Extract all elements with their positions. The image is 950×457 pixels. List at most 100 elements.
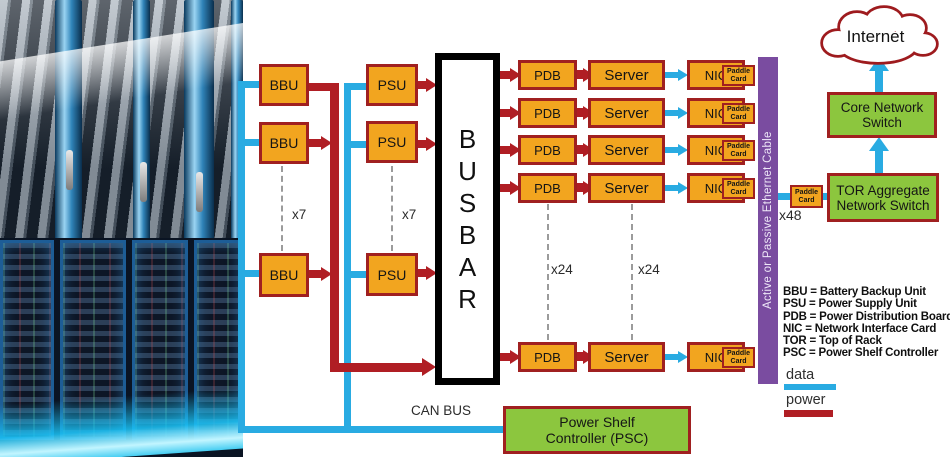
pdb-label: PDB	[534, 142, 561, 158]
bbu-multiplier: x7	[292, 207, 307, 222]
psc-box: Power Shelf Controller (PSC)	[503, 406, 691, 454]
bbu-box: BBU	[259, 64, 309, 106]
psu-box: PSU	[366, 253, 418, 296]
psu-label: PSU	[377, 134, 407, 150]
power-line	[418, 81, 427, 89]
tor-switch-label: TOR Aggregate Network Switch	[836, 182, 930, 213]
power-line	[577, 70, 584, 79]
power-line	[577, 108, 584, 117]
busbar-box: B U S B A R	[435, 53, 500, 385]
data-line	[344, 83, 366, 90]
repeat-dashed-line	[631, 204, 633, 340]
pdb-multiplier: x24	[551, 262, 573, 277]
nic-label: NIC	[704, 67, 728, 83]
busbar-letter: A	[458, 252, 477, 282]
data-line-vertical-bbu	[238, 81, 245, 433]
psu-multiplier: x7	[402, 207, 417, 222]
bbu-label: BBU	[269, 77, 299, 93]
power-line	[500, 71, 511, 79]
can-bus-label: CAN BUS	[411, 403, 472, 418]
rack-handle	[196, 172, 203, 212]
power-line-to-busbar	[330, 363, 423, 372]
power-line	[500, 353, 511, 361]
power-arrow	[321, 267, 332, 281]
data-arrow-up	[869, 137, 889, 151]
server-box: Server	[588, 98, 665, 128]
paddle-card-label: Paddle Card	[727, 142, 750, 158]
psc-label: Power Shelf Controller (PSC)	[545, 414, 649, 446]
power-line	[577, 145, 584, 154]
rack-handle	[65, 150, 73, 190]
busbar-letter: B	[458, 124, 477, 154]
power-line	[577, 183, 584, 192]
rack-rail	[55, 0, 82, 240]
data-line	[665, 147, 679, 153]
legend-item: PDB = Power Distribution Board	[783, 310, 950, 323]
server-label: Server	[604, 104, 649, 122]
bbu-label: BBU	[269, 267, 299, 283]
nic-label: NIC	[704, 180, 728, 196]
server-box: Server	[588, 173, 665, 203]
power-line	[308, 139, 322, 147]
legend-item: TOR = Top of Rack	[783, 335, 882, 348]
pdb-label: PDB	[534, 349, 561, 365]
pdb-label: PDB	[534, 180, 561, 196]
power-arrow	[510, 181, 521, 195]
repeat-dashed-line	[281, 166, 283, 251]
power-arrow	[510, 106, 521, 120]
data-line	[665, 110, 679, 116]
data-line	[344, 271, 366, 278]
power-line	[418, 140, 427, 148]
power-arrow	[321, 136, 332, 150]
paddle-card: Paddle Card	[790, 185, 823, 208]
data-line	[238, 270, 260, 277]
data-legend-swatch	[784, 384, 836, 390]
data-arrow	[678, 144, 688, 156]
power-arrow	[510, 350, 521, 364]
paddle-card-label: Paddle Card	[727, 180, 750, 196]
server-label: Server	[604, 179, 649, 197]
ethernet-multiplier: x48	[779, 207, 802, 223]
data-line	[344, 141, 366, 148]
bbu-label: BBU	[269, 135, 299, 151]
data-arrow	[678, 182, 688, 194]
power-line	[500, 184, 511, 192]
paddle-card-label: Paddle Card	[727, 67, 750, 83]
pdb-box: PDB	[518, 98, 577, 128]
power-arrow	[422, 358, 436, 376]
paddle-card-label: Paddle Card	[727, 349, 750, 365]
power-line	[309, 270, 322, 278]
paddle-card: Paddle Card	[722, 347, 755, 368]
data-arrow	[678, 351, 688, 363]
busbar-letter: B	[458, 220, 477, 250]
power-arrow	[510, 143, 521, 157]
busbar-letter: R	[458, 284, 477, 314]
server-label: Server	[604, 66, 649, 84]
paddle-card-label: Paddle Card	[727, 105, 750, 121]
server-box: Server	[588, 135, 665, 165]
server-multiplier: x24	[638, 262, 660, 277]
power-line	[500, 146, 511, 154]
psu-label: PSU	[377, 77, 407, 93]
busbar-letter: U	[458, 156, 477, 186]
data-line-can-bus	[238, 426, 504, 433]
paddle-card: Paddle Card	[722, 103, 755, 124]
power-legend-swatch	[784, 410, 833, 417]
server-label: Server	[604, 141, 649, 159]
internet-cloud-icon	[820, 5, 939, 65]
datacenter-photo	[0, 0, 243, 457]
legend-item: PSC = Power Shelf Controller	[783, 347, 939, 360]
rack-rail	[133, 0, 150, 240]
core-switch-label: Core Network Switch	[840, 100, 924, 130]
pdb-box: PDB	[518, 135, 577, 165]
repeat-dashed-line	[391, 166, 393, 251]
power-line	[418, 269, 427, 277]
data-legend-label: data	[786, 367, 815, 383]
repeat-dashed-line	[547, 204, 549, 340]
bbu-box: BBU	[259, 253, 309, 297]
psu-label: PSU	[377, 266, 407, 283]
server-box: Server	[588, 60, 665, 90]
data-arrow	[678, 69, 688, 81]
busbar-letter: S	[458, 188, 477, 218]
